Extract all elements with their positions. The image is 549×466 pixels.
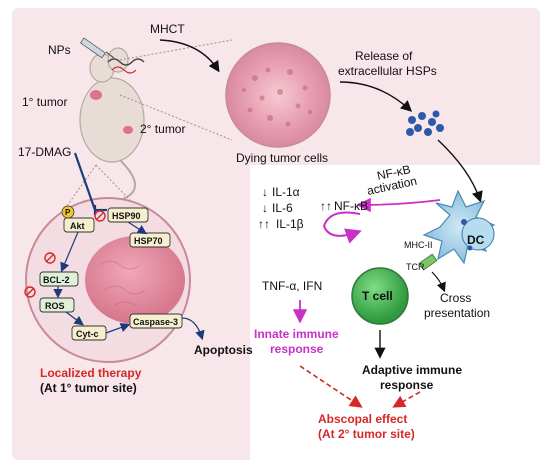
- label-abscopal-1: Abscopal effect: [318, 412, 407, 426]
- phospho-p-icon: [61, 205, 75, 219]
- label-bcl2: BCL-2: [43, 275, 70, 285]
- mhc-tcr-complex: [418, 253, 438, 271]
- release-arrow: [339, 81, 413, 112]
- label-localized-1: Localized therapy: [40, 366, 142, 380]
- label-abscopal-2: (At 2° tumor site): [318, 427, 415, 441]
- label-cross-2: presentation: [424, 306, 490, 320]
- il6-arrow-icon: ↓: [262, 201, 268, 215]
- pathway-boxes: [39, 207, 183, 341]
- mhct-coil-icon: [107, 58, 145, 74]
- label-localized-2: (At 1° tumor site): [40, 381, 137, 395]
- label-mhct: MHCT: [150, 22, 185, 36]
- label-akt: Akt: [70, 221, 85, 231]
- drug-delivery-line: [73, 152, 97, 211]
- label-adaptive-1: Adaptive immune: [362, 363, 462, 377]
- t-cell: [351, 267, 409, 325]
- syringe-icon: [80, 37, 115, 59]
- label-p: P: [65, 208, 71, 217]
- label-il1a: IL-1α: [272, 185, 300, 199]
- label-nps: NPs: [48, 43, 71, 57]
- label-nfkb: NF-κB: [334, 199, 368, 213]
- label-il1b: IL-1β: [276, 217, 304, 231]
- tumor-texture: [242, 67, 312, 127]
- inhibit-icons: [24, 210, 106, 298]
- nfkb-cycle-arrow: [322, 211, 362, 244]
- label-mhc2: MHC-II: [404, 240, 433, 250]
- label-innate-2: response: [270, 342, 324, 356]
- mouse-icon: [79, 47, 145, 201]
- adaptive-to-abscopal-arrow: [392, 391, 421, 408]
- hsp-particles: [406, 110, 444, 136]
- tumor-mass-texture: [99, 260, 146, 306]
- dying-tumor-cells: [225, 42, 331, 148]
- label-innate-1: Innate immune: [254, 327, 339, 341]
- label-hsp70: HSP70: [134, 236, 163, 246]
- label-secondary-tumor: 2° tumor: [140, 122, 185, 136]
- label-apoptosis: Apoptosis: [194, 343, 253, 357]
- primary-tumor-dot: [90, 90, 102, 100]
- label-hsp90: HSP90: [112, 211, 141, 221]
- tumor-mass: [85, 236, 185, 324]
- label-caspase3: Caspase-3: [133, 317, 178, 327]
- label-dying-cells: Dying tumor cells: [236, 151, 328, 165]
- label-tcell: T cell: [362, 289, 393, 303]
- label-ros: ROS: [45, 301, 65, 311]
- zoom-lines: [119, 39, 233, 141]
- dendritic-cell: [422, 189, 496, 265]
- label-cytc: Cyt-c: [76, 329, 99, 339]
- label-dc: DC: [467, 233, 485, 247]
- label-drug: 17-DMAG: [18, 145, 71, 159]
- label-tcr: TCR: [406, 262, 425, 272]
- mhct-arrow: [159, 39, 220, 73]
- innate-to-abscopal-arrow: [299, 365, 363, 408]
- label-tnf: TNF-α, IFN: [262, 279, 322, 293]
- nfkb-activation-arrow: [356, 197, 441, 213]
- pathway-arrows: [53, 221, 205, 341]
- label-il6: IL-6: [272, 201, 293, 215]
- label-primary-tumor: 1° tumor: [22, 95, 67, 109]
- il1a-arrow-icon: ↓: [262, 185, 268, 199]
- hsp-to-dc-arrow: [437, 139, 483, 203]
- secondary-tumor-dot: [123, 126, 133, 134]
- label-adaptive-2: response: [380, 378, 434, 392]
- label-nfkb-activation-1: NF-κB: [376, 162, 412, 183]
- label-release-2: extracellular HSPs: [338, 64, 437, 78]
- label-cross-1: Cross: [440, 291, 471, 305]
- nfkb-up-icon: ↑↑: [320, 199, 332, 213]
- cross-presentation-arrow: [431, 271, 446, 293]
- il1b-arrow-icon: ↑↑: [258, 217, 270, 231]
- label-release-1: Release of: [355, 49, 413, 63]
